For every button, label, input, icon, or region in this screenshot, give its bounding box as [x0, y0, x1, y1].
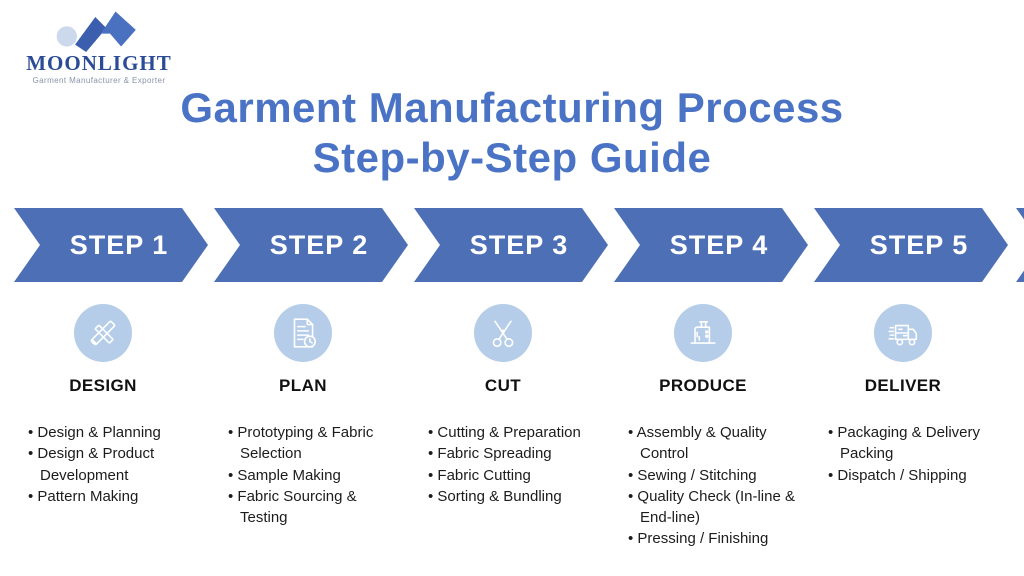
step-column-design: STEP 1 DESIGN Design & Planning Design &…: [14, 208, 208, 550]
step-2-arrow-banner: STEP 2: [214, 208, 408, 282]
list-item: Sewing / Stitching: [628, 465, 796, 486]
step-2-icon-circle: [274, 304, 332, 362]
list-item: Packaging & Delivery Packing: [828, 422, 996, 465]
phase-label-cut: CUT: [484, 376, 522, 395]
list-item: Fabric Cutting: [428, 465, 596, 486]
logo-name: MOONLIGHT: [26, 51, 172, 75]
list-item: Assembly & Quality Control: [628, 422, 796, 465]
phase-label-deliver: DELIVER: [864, 376, 942, 395]
step-1-bullet-list: Design & Planning Design & Product Devel…: [14, 422, 196, 507]
page-title-line1: Garment Manufacturing Process: [180, 84, 844, 131]
scissors-icon: [492, 320, 514, 348]
list-item: Pressing / Finishing: [628, 528, 796, 549]
process-steps: STEP 1 DESIGN Design & Planning Design &…: [14, 208, 1008, 550]
phase-label-design: DESIGN: [69, 376, 137, 395]
delivery-truck-icon: [888, 324, 918, 346]
step-4-arrow-banner: STEP 4: [614, 208, 808, 282]
document-clock-icon: [293, 318, 317, 348]
sewing-machine-icon: [690, 321, 716, 344]
step-4-icon-circle: [674, 304, 732, 362]
step-1-arrow-banner: STEP 1: [14, 208, 208, 282]
step-3-icon-circle: [474, 304, 532, 362]
step-5-icon-label: DELIVER: [828, 282, 978, 396]
step-column-cut: STEP 3 CUT Cutting & Preparation Fabric …: [414, 208, 608, 550]
phase-label-plan: PLAN: [279, 376, 327, 395]
list-item: Dispatch / Shipping: [828, 465, 996, 486]
list-item: Sample Making: [228, 465, 396, 486]
list-item: Fabric Spreading: [428, 443, 596, 464]
company-logo: MOONLIGHT Garment Manufacturer & Exporte…: [14, 6, 184, 85]
step-5-bullet-list: Packaging & Delivery Packing Dispatch / …: [814, 422, 996, 486]
page-title-line2: Step-by-Step Guide: [312, 134, 712, 182]
step-4-icon-label: PRODUCE: [628, 282, 778, 396]
step-1-icon-label: DESIGN: [28, 282, 178, 396]
step-4-bullet-list: Assembly & Quality Control Sewing / Stit…: [614, 422, 796, 550]
step-5-arrow-banner: STEP 5: [814, 208, 1008, 282]
step-column-deliver: STEP 5 DELIVER Packaging & Delivery Pack…: [814, 208, 1008, 550]
pencil-ruler-icon: [90, 320, 116, 346]
cropped-arrow-sliver: [1016, 208, 1024, 282]
logo-tagline: Garment Manufacturer & Exporter: [32, 76, 166, 86]
page-title: Garment Manufacturing Process Step-by-St…: [0, 83, 1024, 184]
list-item: Cutting & Preparation: [428, 422, 596, 443]
list-item: Pattern Making: [28, 486, 196, 507]
list-item: Prototyping & Fabric Selection: [228, 422, 396, 465]
list-item: Quality Check (In-line & End-line): [628, 486, 796, 529]
list-item: Fabric Sourcing & Testing: [228, 486, 396, 529]
list-item: Sorting & Bundling: [428, 486, 596, 507]
step-column-produce: STEP 4 PRODUCE Assembly & Quality Contro…: [614, 208, 808, 550]
step-1-icon-circle: [74, 304, 132, 362]
step-2-bullet-list: Prototyping & Fabric Selection Sample Ma…: [214, 422, 396, 528]
step-3-arrow-banner: STEP 3: [414, 208, 608, 282]
step-column-plan: STEP 2 PLAN Prototyping & Fabric Selecti…: [214, 208, 408, 550]
step-3-bullet-list: Cutting & Preparation Fabric Spreading F…: [414, 422, 596, 507]
step-5-icon-circle: [874, 304, 932, 362]
moonlight-logo-mark: [56, 11, 136, 52]
phase-label-produce: PRODUCE: [659, 376, 747, 395]
step-3-icon-label: CUT: [428, 282, 578, 396]
step-2-icon-label: PLAN: [228, 282, 378, 396]
list-item: Design & Planning: [28, 422, 196, 443]
list-item: Design & Product Development: [28, 443, 196, 486]
